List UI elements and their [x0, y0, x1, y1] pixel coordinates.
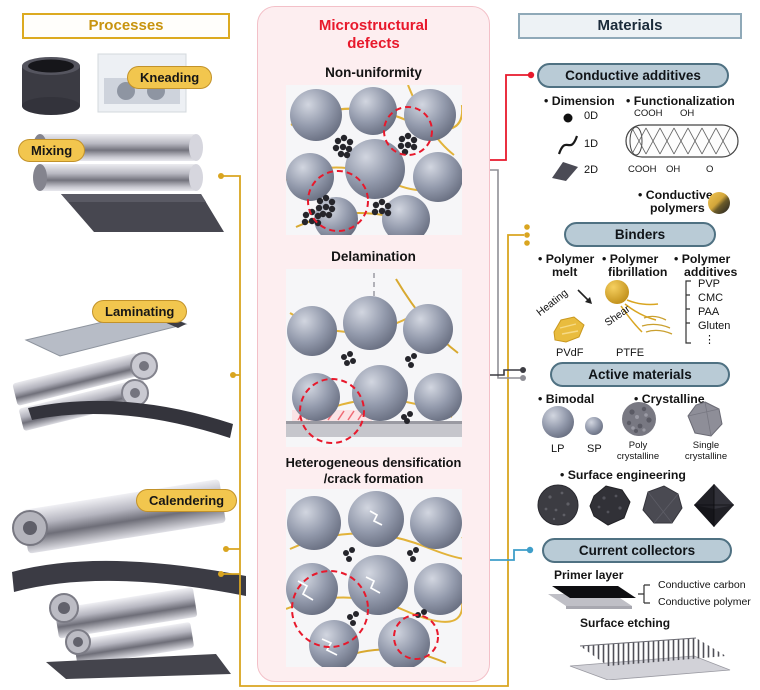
polymer-melt-line1: • Polymer — [538, 252, 595, 266]
polycrystalline-label-line1: Poly — [628, 440, 648, 451]
section-active-materials: Active materials — [550, 362, 730, 387]
func-bottom-cooh: COOH — [628, 164, 657, 175]
additive-item: PVP — [698, 278, 721, 290]
conductive-polymers-line2: polymers — [650, 201, 705, 215]
faceted-particle-icon — [642, 485, 683, 524]
dim-0d-icon — [563, 113, 573, 123]
roller-bottom — [40, 164, 196, 191]
dim-2d-icon — [552, 162, 578, 181]
octahedron-particle-icon — [694, 484, 734, 527]
defect-caption-hetero-line1: Heterogeneous densification — [285, 455, 462, 470]
black-connector — [490, 369, 521, 376]
functionalization-label: • Functionalization — [626, 94, 735, 108]
collector-bracket-item: Conductive polymer — [658, 596, 751, 608]
additive-item: CMC — [698, 292, 724, 304]
func-bottom-oh: OH — [666, 164, 681, 175]
coated-particle-icon — [537, 484, 579, 526]
func-top-oh: OH — [680, 108, 695, 119]
polymer-melt-line2: melt — [552, 265, 578, 279]
section-current-collectors: Current collectors — [542, 538, 732, 563]
dark-web-sheet — [28, 400, 233, 438]
calendered-sheet — [12, 560, 246, 596]
defects-panel: Microstructural defects Non-uniformity — [257, 6, 490, 682]
conductive-polymer-sphere-icon — [708, 192, 730, 214]
defects-title-line2: defects — [347, 35, 400, 52]
processes-header: Processes — [22, 13, 230, 39]
red-connector — [490, 74, 528, 161]
additives-bracket — [685, 280, 691, 344]
ptfe-fibrillation-icon — [605, 280, 673, 335]
section-binders: Binders — [564, 222, 716, 247]
carbon-nanotube-icon — [625, 124, 739, 158]
ptfe-label: PTFE — [616, 347, 645, 359]
sp-label: SP — [587, 443, 602, 455]
polymer-fibrillation-line2: fibrillation — [608, 265, 668, 279]
blue-connector — [490, 549, 528, 561]
polymer-additives-line2: additives — [684, 265, 738, 279]
polycrystalline-label-line2: crystalline — [616, 451, 660, 462]
polymer-fibrillation-line1: • Polymer — [602, 252, 659, 266]
surface-etching-label: Surface etching — [580, 616, 671, 630]
small-particle-icon — [585, 417, 603, 435]
collector-bracket-item: Conductive carbon — [658, 579, 746, 591]
defect-caption-nonuniformity: Non-uniformity — [325, 65, 422, 80]
dimension-label: • Dimension — [544, 94, 615, 108]
bimodal-label: • Bimodal — [538, 392, 595, 406]
surface-engineering-label: • Surface engineering — [560, 468, 686, 482]
conductive-polymers-line1: • Conductive — [638, 188, 713, 202]
lp-label: LP — [551, 443, 565, 455]
additives-ellipsis: ⋮ — [704, 334, 715, 346]
rough-particle-icon — [589, 485, 631, 526]
func-top-cooh: COOH — [634, 108, 663, 119]
process-label-kneading: Kneading — [127, 66, 213, 89]
heating-arrow-icon — [577, 289, 592, 304]
materials-header: Materials — [518, 13, 742, 39]
process-label-mixing: Mixing — [18, 139, 86, 162]
electrode-sheet — [61, 194, 224, 232]
additive-item: Gluten — [698, 320, 731, 332]
surface-etching-icon — [569, 637, 731, 680]
defect-caption-hetero-line2: /crack formation — [323, 471, 424, 486]
polycrystalline-particle-icon — [622, 402, 656, 436]
large-particle-icon — [542, 406, 574, 438]
defect-highlight-circle — [383, 106, 433, 156]
singlecrystalline-label-line1: Single — [692, 440, 720, 451]
dim-1d-label: 1D — [584, 138, 599, 150]
func-bottom-o: O — [706, 164, 714, 175]
pvdf-melt-blob-icon — [553, 316, 585, 343]
collector-bracket — [638, 584, 650, 604]
singlecrystalline-particle-icon — [687, 401, 723, 437]
primer-layer-icon — [548, 586, 636, 609]
dim-0d-label: 0D — [584, 110, 599, 122]
nonuniformity-illustration — [286, 85, 462, 235]
section-conductive-additives: Conductive additives — [537, 63, 729, 88]
pvdf-label: PVdF — [556, 347, 584, 359]
defect-caption-delamination: Delamination — [331, 249, 416, 264]
crystalline-label: • Crystalline — [634, 392, 705, 406]
crack-formation-illustration — [286, 489, 462, 667]
additive-item: PAA — [698, 306, 720, 318]
singlecrystalline-label-line2: crystalline — [684, 451, 728, 462]
gray-connector — [490, 169, 521, 379]
defects-title-line1: Microstructural — [318, 17, 429, 34]
polymer-additives-line1: • Polymer — [674, 252, 731, 266]
delamination-illustration — [286, 269, 462, 447]
process-label-laminating: Laminating — [92, 300, 188, 323]
process-label-calendering: Calendering — [136, 489, 238, 512]
primer-layer-label: Primer layer — [554, 568, 624, 582]
dim-2d-label: 2D — [584, 164, 599, 176]
dim-1d-icon — [557, 135, 579, 155]
